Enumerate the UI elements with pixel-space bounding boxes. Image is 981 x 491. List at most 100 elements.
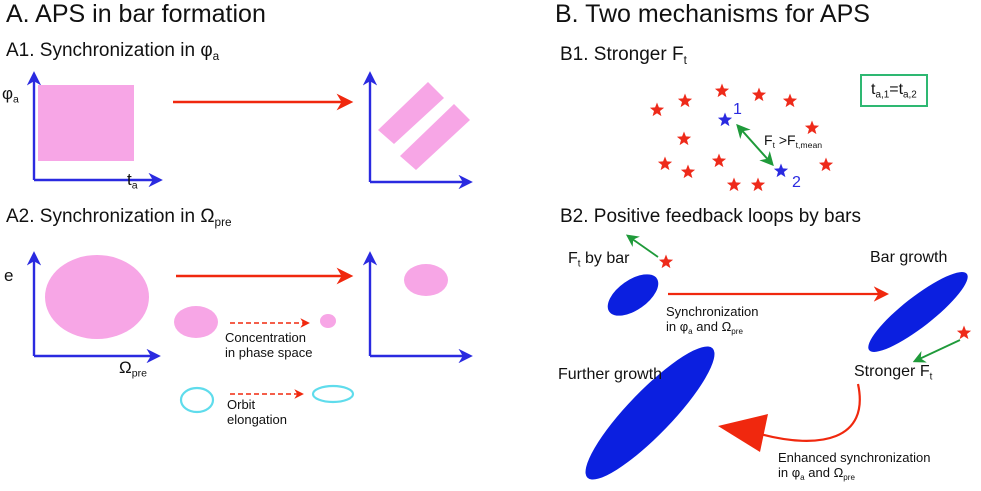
ft-compare-main: F: [764, 132, 773, 148]
concentration-line1: Concentration: [225, 330, 306, 345]
a2-axis-omega-sub: pre: [131, 367, 147, 380]
b2-stronger-green-arrow: [912, 339, 961, 363]
b2-red-star: [658, 254, 674, 269]
red-star: [711, 153, 727, 168]
sync-line2-b: and Ω: [692, 318, 732, 334]
sync-line2-a-sub: a: [688, 326, 693, 336]
red-star: [657, 156, 673, 171]
a1-axis-t: t: [127, 170, 132, 189]
red-star: [751, 87, 767, 102]
star-label-2: 2: [792, 174, 801, 191]
b2-small-bar: [607, 274, 659, 316]
a2-right-axes: [362, 251, 473, 364]
a2-axis-omega: Ω: [119, 358, 132, 377]
a2-title-main: A2. Synchronization in Ω: [6, 206, 215, 227]
ft-by-bar-label: Ft by bar: [568, 250, 629, 270]
b1-green-double-arrow: [736, 123, 774, 167]
star-label-1: 1: [733, 101, 742, 118]
a1-axis-t-sub: a: [131, 179, 138, 192]
orbit-label: Orbit elongation: [227, 397, 287, 428]
enh-line2-b: and Ω: [804, 464, 844, 480]
b2-ft-green-arrow: [625, 234, 659, 258]
enh-line1: Enhanced synchronization: [778, 450, 931, 465]
a1-left-axes: [26, 71, 163, 188]
sync-line1: Synchronization: [666, 304, 759, 319]
a1-title-main: A1. Synchronization in φ: [6, 40, 213, 61]
a1-title-sub: a: [212, 50, 220, 64]
a1-pink-strip-lower: [400, 104, 470, 170]
a2-title-sub: pre: [214, 216, 232, 230]
b1-title-sub: t: [683, 54, 687, 68]
enhanced-sync-label: Enhanced synchronization in φa and Ωpre: [778, 450, 931, 482]
a2-title: A2. Synchronization in Ωpre: [6, 206, 232, 230]
panel-b-title: B. Two mechanisms for APS: [555, 0, 870, 28]
ft-compare-gt: >F: [774, 132, 796, 148]
b2-title: B2. Positive feedback loops by bars: [560, 206, 862, 227]
sync-label: Synchronization in φa and Ωpre: [666, 304, 759, 336]
red-star: [726, 177, 742, 192]
b1-title: B1. Stronger Ft: [560, 44, 687, 68]
b2-bar-growth-ellipse: [868, 272, 968, 352]
stronger-ft-label: Stronger Ft: [854, 363, 932, 383]
a1-title: A1. Synchronization in φa: [6, 40, 219, 64]
enh-line2-a-sub: a: [800, 472, 805, 482]
a2-axis-e-label: e: [4, 266, 14, 285]
b2-further-growth-ellipse: [585, 346, 715, 480]
box-t1: t: [871, 81, 876, 98]
panel-a-title: A. APS in bar formation: [6, 0, 266, 28]
sync-line2-a: in φ: [666, 318, 689, 334]
blue-star: [773, 163, 789, 178]
box-t2-sub: a,2: [903, 89, 917, 101]
sync-line2-b-sub: pre: [731, 326, 743, 336]
a2-axis-omega-label: Ωpre: [119, 358, 147, 380]
enh-line2-a: in φ: [778, 464, 801, 480]
concentration-medium-ellipse: [174, 306, 218, 338]
a1-axis-phi-label: φa: [2, 84, 19, 106]
orbit-elongated-ellipse: [311, 384, 355, 404]
a2-large-pink-ellipse: [45, 255, 149, 339]
red-star: [714, 83, 730, 98]
ft-compare-sub: t: [772, 140, 775, 151]
concentration-line2: in phase space: [225, 344, 313, 360]
bar-growth-label: Bar growth: [870, 249, 948, 266]
a1-axis-t-label: ta: [127, 170, 138, 192]
red-star: [782, 93, 798, 108]
red-star: [677, 93, 693, 108]
ft-by-bar-sub: t: [577, 258, 581, 270]
ft-by-bar-main: F: [568, 250, 578, 267]
red-star: [818, 157, 834, 172]
b1-title-main: B1. Stronger F: [560, 44, 684, 65]
concentration-tiny-ellipse: [320, 314, 336, 328]
orbit-line1: Orbit: [227, 397, 256, 412]
enh-line2: in φa and Ωpre: [778, 464, 931, 482]
orbit-line2: elongation: [227, 411, 287, 427]
ft-compare-label: Ft >Ft,mean: [764, 132, 822, 150]
concentration-label: Concentration in phase space: [225, 330, 313, 361]
red-star: [750, 177, 766, 192]
ta-equality-box: ta,1=ta,2: [860, 74, 928, 108]
a2-small-pink-ellipse-right: [404, 264, 448, 296]
a1-pink-square: [38, 85, 134, 161]
orbit-circle: [179, 386, 215, 414]
a1-right-axes: [362, 71, 473, 190]
stronger-ft-main: Stronger F: [854, 363, 930, 380]
sync-line2: in φa and Ωpre: [666, 318, 759, 336]
ft-compare-sub2: t,mean: [795, 140, 823, 151]
red-star: [676, 131, 692, 146]
blue-star: [717, 112, 733, 127]
b2-red-star: [956, 325, 972, 340]
red-star: [804, 120, 820, 135]
ft-by-bar-rest: by bar: [580, 250, 630, 267]
red-star: [680, 164, 696, 179]
b2-enhanced-red-arrowhead: [718, 414, 768, 452]
a1-pink-strip-upper: [378, 82, 444, 144]
a1-axis-phi-sub: a: [13, 93, 19, 106]
box-eq: =t: [889, 81, 904, 98]
enh-line2-b-sub: pre: [843, 472, 855, 482]
b1-star-field: [649, 83, 972, 340]
a2-left-axes: [26, 251, 161, 364]
red-star: [649, 102, 665, 117]
further-growth-label: Further growth: [558, 366, 663, 383]
stronger-ft-sub: t: [929, 371, 933, 383]
